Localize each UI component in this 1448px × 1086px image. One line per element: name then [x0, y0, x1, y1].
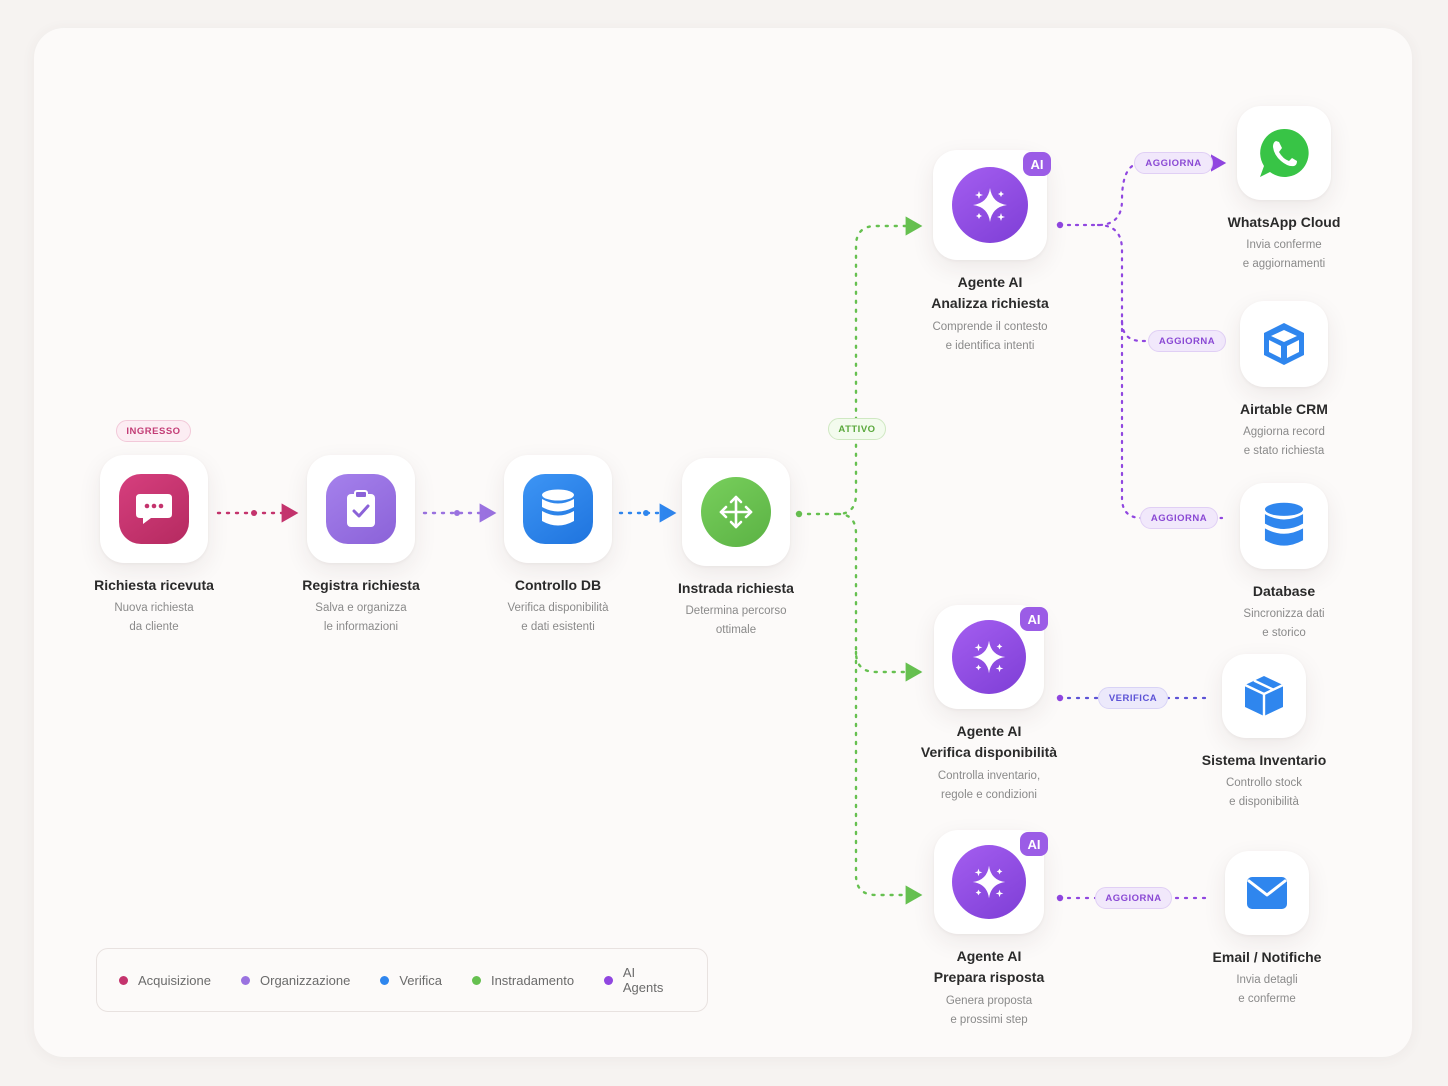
database-icon	[523, 474, 593, 544]
legend-label: Instradamento	[490, 972, 575, 988]
sparkle-icon	[952, 620, 1026, 694]
legend-label: Verifica	[399, 972, 442, 988]
legend: Acquisizione Organizzazione Verifica Ins…	[96, 948, 708, 1012]
node-agente-analizza[interactable]: AI Agente AI Analizza richiesta Comprend…	[880, 150, 1100, 356]
node-title-2: Prepara risposta	[933, 969, 1045, 985]
node-title-2: Analizza richiesta	[931, 295, 1049, 311]
package-icon	[1240, 672, 1288, 720]
legend-item-acquisizione: Acquisizione	[119, 973, 211, 988]
node-title: Agente AI	[956, 723, 1022, 739]
ai-badge: AI	[1023, 152, 1051, 176]
node-title: Email / Notifiche	[1212, 949, 1322, 965]
aggiorna-badge-whatsapp: AGGIORNA	[1134, 152, 1213, 174]
verifica-badge: VERIFICA	[1098, 687, 1168, 709]
node-title: WhatsApp Cloud	[1227, 214, 1341, 230]
node-agente-prepara[interactable]: AI Agente AI Prepara risposta Genera pro…	[879, 830, 1099, 1030]
node-title: Sistema Inventario	[1201, 752, 1327, 768]
legend-dot	[471, 975, 481, 985]
routing-arrows-icon	[701, 477, 771, 547]
legend-dot	[241, 975, 250, 985]
node-title: Agente AI	[957, 274, 1023, 290]
attivo-badge: ATTIVO	[828, 418, 886, 440]
database-icon	[1260, 500, 1308, 552]
envelope-icon	[1244, 873, 1290, 913]
node-title: Richiesta ricevuta	[94, 577, 214, 593]
sparkle-icon	[952, 845, 1026, 919]
legend-item-ai-agents: AI Agents	[604, 965, 677, 995]
legend-item-instradamento: Instradamento	[471, 972, 575, 988]
sparkle-icon	[952, 167, 1028, 243]
aggiorna-badge-database: AGGIORNA	[1140, 507, 1218, 529]
whatsapp-icon	[1256, 125, 1312, 181]
legend-label: AI Agents	[622, 965, 664, 995]
link-instrada-agente2	[836, 512, 923, 682]
ai-badge: AI	[1020, 832, 1048, 856]
chat-bubble-icon	[119, 474, 189, 544]
aggiorna-badge-airtable: AGGIORNA	[1148, 330, 1226, 352]
node-agente-verifica[interactable]: AI Agente AI Verifica disponibilità Cont…	[879, 605, 1099, 805]
airtable-box-icon	[1259, 319, 1309, 369]
ingresso-badge: INGRESSO	[116, 420, 191, 442]
ai-badge: AI	[1020, 607, 1048, 631]
legend-label: Acquisizione	[138, 972, 211, 988]
legend-label: Organizzazione	[260, 972, 351, 988]
legend-item-organizzazione: Organizzazione	[241, 973, 350, 988]
node-title: Agente AI	[956, 948, 1022, 964]
legend-dot	[380, 975, 390, 985]
link-agente1-airtable	[1096, 223, 1224, 343]
node-title: Controllo DB	[514, 577, 602, 593]
node-title-2: Verifica disponibilità	[920, 744, 1058, 760]
node-title: Airtable CRM	[1240, 401, 1328, 417]
legend-item-verifica: Verifica	[380, 973, 442, 988]
aggiorna-badge-email: AGGIORNA	[1095, 887, 1172, 909]
legend-dot	[119, 975, 128, 985]
node-title: Database	[1252, 583, 1316, 599]
node-title: Instrada richiesta	[678, 580, 794, 596]
node-subtitle: Controlla inventario,regole e condizioni	[937, 770, 1041, 801]
clipboard-check-icon	[326, 474, 396, 544]
node-title: Registra richiesta	[302, 577, 420, 593]
link-instrada-agente1	[806, 216, 923, 516]
legend-dot	[604, 975, 613, 985]
